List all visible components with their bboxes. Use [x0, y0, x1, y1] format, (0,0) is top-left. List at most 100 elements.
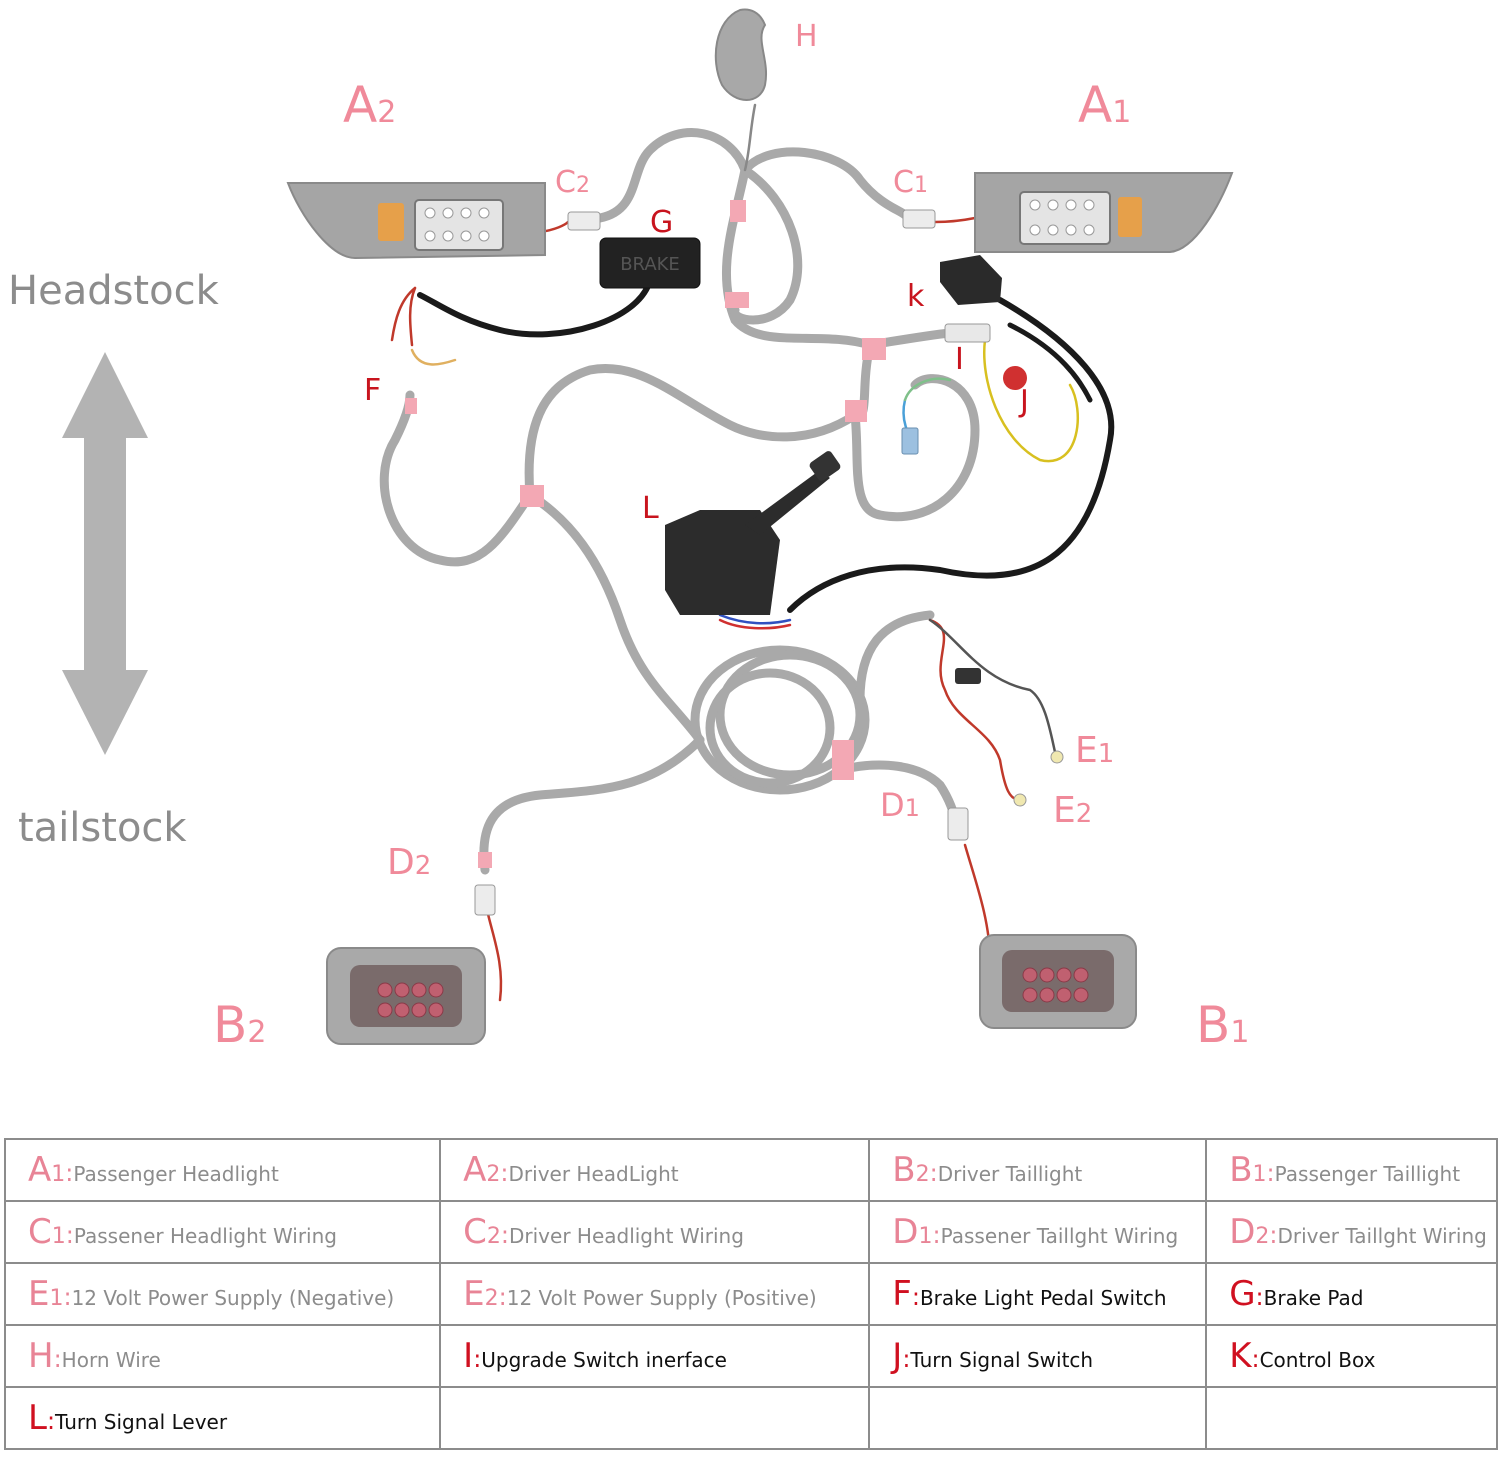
legend-colon: : [498, 1283, 507, 1311]
legend-code-main: L [28, 1398, 47, 1438]
legend-code: C2 [463, 1212, 501, 1252]
legend-cell [868, 1386, 1208, 1450]
legend-cell: I:Upgrade Switch inerface [439, 1324, 871, 1388]
legend-description: 12 Volt Power Supply (Positive) [506, 1286, 817, 1310]
legend-colon: : [53, 1345, 62, 1373]
legend-code-sub: 1 [918, 1224, 933, 1249]
horn [714, 8, 767, 101]
legend-code-main: A [28, 1150, 52, 1190]
legend-description: Brake Light Pedal Switch [919, 1286, 1167, 1310]
legend-colon: : [1255, 1283, 1264, 1311]
legend-code-sub: 2 [915, 1162, 930, 1187]
legend-description: Driver Headlight Wiring [509, 1224, 744, 1248]
legend-code-sub: 2 [1255, 1224, 1270, 1249]
terminal-e1 [1050, 750, 1064, 764]
label-j: J [1020, 384, 1029, 419]
headlight-a2 [286, 182, 546, 260]
legend-code-sub: 1 [49, 1286, 64, 1311]
legend-cell [439, 1386, 871, 1450]
legend-colon: : [1269, 1221, 1278, 1249]
legend-code-main: G [1229, 1274, 1256, 1314]
legend-description: Passener Headlight Wiring [73, 1224, 337, 1248]
terminal-e2 [1013, 793, 1027, 807]
legend-colon: : [65, 1221, 74, 1249]
harness-to-d2 [479, 735, 705, 875]
legend-description: Passener Taillght Wiring [940, 1224, 1179, 1248]
harness-loop-right [730, 165, 803, 325]
turn-signal-switch [1003, 366, 1027, 390]
legend-row: E1:12 Volt Power Supply (Negative)E2:12 … [3, 1262, 1498, 1326]
legend-colon: : [911, 1283, 920, 1311]
legend-cell: A2:Driver HeadLight [439, 1138, 871, 1202]
legend-description: 12 Volt Power Supply (Negative) [71, 1286, 395, 1310]
legend-cell: B2:Driver Taillight [868, 1138, 1208, 1202]
legend-cell: B1:Passenger Taillight [1205, 1138, 1498, 1202]
label-b2: B2 [213, 996, 267, 1054]
legend-colon: : [63, 1283, 72, 1311]
legend-cell: D1:Passener Taillght Wiring [868, 1200, 1208, 1264]
legend-colon: : [473, 1345, 482, 1373]
legend-code-main: F [892, 1274, 912, 1314]
control-box-cable [787, 297, 1115, 613]
legend-code-main: B [892, 1150, 916, 1190]
harness-coil [690, 645, 870, 795]
legend-cell: L:Turn Signal Lever [3, 1386, 442, 1450]
black-cables [417, 277, 1115, 613]
direction-arrow [62, 352, 148, 755]
legend-code: L [28, 1398, 47, 1438]
harness-right-loop [850, 374, 980, 522]
legend-code-sub: 2 [486, 1162, 501, 1187]
legend-code-sub: 1 [51, 1224, 66, 1249]
legend-code: K [1229, 1336, 1251, 1376]
thin-wires [390, 103, 1080, 1002]
legend-code: D1 [892, 1212, 932, 1252]
label-d1: D1 [880, 786, 920, 824]
legend-description: Upgrade Switch inerface [481, 1348, 727, 1372]
turn-signal-lever [665, 451, 841, 615]
legend-cell: H:Horn Wire [3, 1324, 442, 1388]
legend-cell: A1:Passenger Headlight [3, 1138, 442, 1202]
legend-description: Driver Taillght Wiring [1277, 1224, 1487, 1248]
connector-c2 [567, 211, 601, 231]
blue-connector [901, 427, 919, 455]
harness-to-f [379, 390, 535, 567]
legend-code-main: J [892, 1336, 903, 1376]
legend-code: B2 [892, 1150, 929, 1190]
legend-code: G [1229, 1274, 1255, 1314]
label-e1: E1 [1075, 730, 1115, 771]
tape-markers [405, 200, 886, 868]
label-f: F [364, 373, 382, 408]
legend-cell: E1:12 Volt Power Supply (Negative) [3, 1262, 442, 1326]
fuse-holder [955, 668, 981, 684]
label-l: L [642, 491, 659, 526]
legend-code-main: E [28, 1274, 50, 1314]
headlight-a1 [974, 172, 1234, 253]
taillight-b2 [326, 947, 486, 1045]
legend-row: L:Turn Signal Lever [3, 1386, 1498, 1450]
legend-code: E2 [463, 1274, 498, 1314]
legend-colon: : [929, 1159, 938, 1187]
legend-colon: : [902, 1345, 911, 1373]
label-a1: A1 [1078, 76, 1132, 134]
legend-code: E1 [28, 1274, 63, 1314]
brake-pad-text: BRAKE [620, 254, 680, 275]
legend-code-main: D [1229, 1212, 1256, 1252]
legend-code: B1 [1229, 1150, 1266, 1190]
legend-code-sub: 1 [1252, 1162, 1267, 1187]
label-d2: D2 [387, 842, 432, 883]
legend-code-main: I [463, 1336, 474, 1376]
legend-description: Driver HeadLight [508, 1162, 679, 1186]
brake-pad: BRAKE [599, 237, 701, 289]
legend-code-sub: 1 [51, 1162, 66, 1187]
wiring-diagram: BRAKE [62, 8, 1234, 1045]
legend-colon: : [1266, 1159, 1275, 1187]
legend-description: Passenger Taillight [1274, 1162, 1461, 1186]
connector-d2 [474, 884, 496, 916]
legend-code: A2 [463, 1150, 500, 1190]
label-i: I [955, 342, 964, 377]
legend-cell [1205, 1386, 1498, 1450]
